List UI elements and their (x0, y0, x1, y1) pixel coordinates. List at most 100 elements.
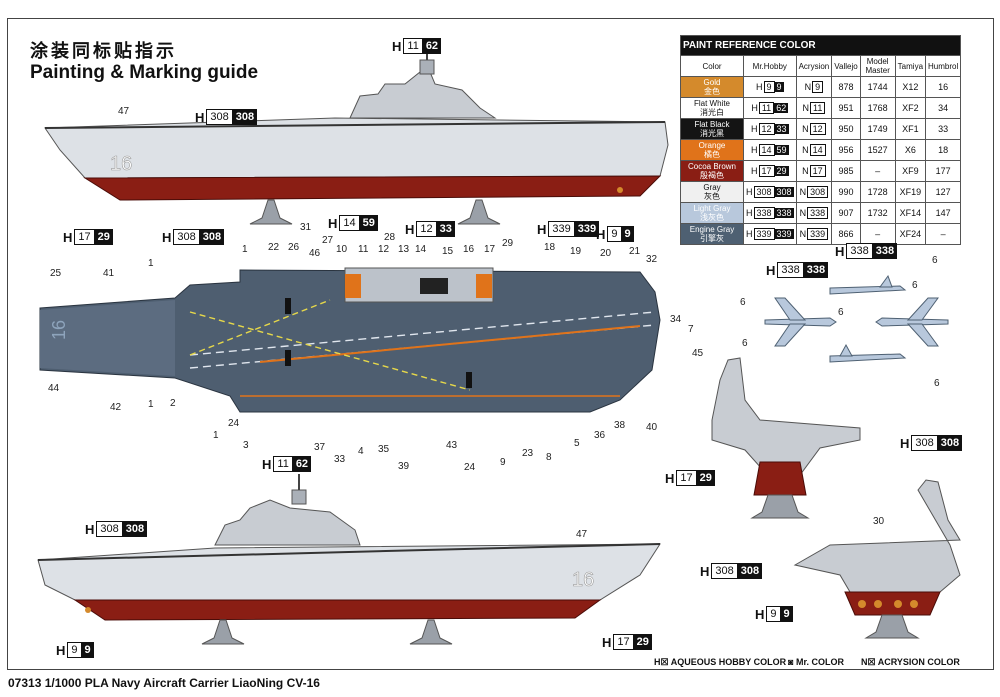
vallejo-code: 951 (831, 97, 861, 119)
callout-number: 47 (576, 529, 588, 540)
table-caption: PAINT REFERENCE COLOR (679, 35, 962, 56)
table-header: Acrysion (795, 55, 833, 77)
callout-number: 32 (646, 254, 658, 265)
model-master-code: 1728 (859, 181, 896, 203)
tamiya-code: XF14 (894, 202, 927, 224)
title-english: Painting & Marking guide (30, 62, 259, 83)
callout-number: 25 (50, 268, 62, 279)
callout-number: 23 (522, 448, 534, 459)
callout-number: 6 (912, 280, 918, 291)
paint-reference-table: PAINT REFERENCE COLOR Color Mr.Hobby Acr… (679, 35, 962, 245)
callout-number: 5 (574, 438, 580, 449)
humbrol-code: 16 (925, 76, 962, 98)
callout-number: 11 (358, 244, 369, 255)
callout-number: 31 (300, 222, 312, 233)
callout-number: 35 (378, 444, 390, 455)
hull-number-top: 16 (110, 153, 132, 175)
callout-number: 40 (646, 422, 658, 433)
callout-number: 39 (398, 461, 410, 472)
legend-aqueous: H☒ AQUEOUS HOBBY COLOR (654, 657, 787, 667)
vallejo-code: 956 (831, 139, 861, 161)
callout-number: 6 (742, 338, 748, 349)
callout-number: 33 (334, 454, 346, 465)
humbrol-code: 33 (925, 118, 962, 140)
callout-number: 2 (170, 398, 176, 409)
humbrol-code: 177 (925, 160, 962, 182)
callout-number: 13 (398, 244, 410, 255)
callout-number: 6 (934, 378, 940, 389)
callout-number: 1 (213, 430, 219, 441)
callout-number: 21 (629, 246, 641, 257)
vallejo-code: 878 (831, 76, 861, 98)
callout-number: 47 (118, 106, 130, 117)
callout-number: 1 (148, 399, 154, 410)
callout-number: 44 (48, 383, 60, 394)
stern-view (793, 479, 961, 639)
callout-number: 24 (464, 462, 476, 473)
callout-number: 22 (268, 242, 280, 253)
deck-hull-number: 16 (49, 320, 69, 340)
callout-number: 30 (873, 516, 885, 527)
callout-number: 41 (103, 268, 115, 279)
aircraft-top-left (764, 297, 837, 347)
callout-number: 34 (670, 314, 682, 325)
callout-number: 37 (314, 442, 326, 453)
table-header: Color (680, 55, 744, 77)
model-master-code: 1744 (859, 76, 896, 98)
model-master-code: 1749 (859, 118, 896, 140)
legend-mr-color: ◙ Mr. COLOR (788, 657, 844, 667)
vallejo-code: 950 (831, 118, 861, 140)
callout-number: 28 (384, 232, 396, 243)
callout-number: 6 (740, 297, 746, 308)
callout-number: 46 (309, 248, 321, 259)
callout-number: 26 (288, 242, 300, 253)
callout-number: 8 (546, 452, 552, 463)
callout-number: 36 (594, 430, 606, 441)
callout-number: 45 (692, 348, 704, 359)
callout-number: 27 (322, 235, 334, 246)
vallejo-code: 866 (831, 223, 861, 245)
callout-number: 16 (463, 244, 475, 255)
humbrol-code: 127 (925, 181, 962, 203)
model-master-code: – (859, 160, 896, 182)
callout-number: 17 (484, 244, 496, 255)
model-master-code: 1527 (859, 139, 896, 161)
page-frame (7, 18, 994, 670)
vallejo-code: 985 (831, 160, 861, 182)
side-view-bottom-ship (37, 474, 661, 645)
humbrol-code: – (925, 223, 962, 245)
humbrol-code: 18 (925, 139, 962, 161)
callout-number: 19 (570, 246, 582, 257)
callout-number: 4 (358, 446, 364, 457)
